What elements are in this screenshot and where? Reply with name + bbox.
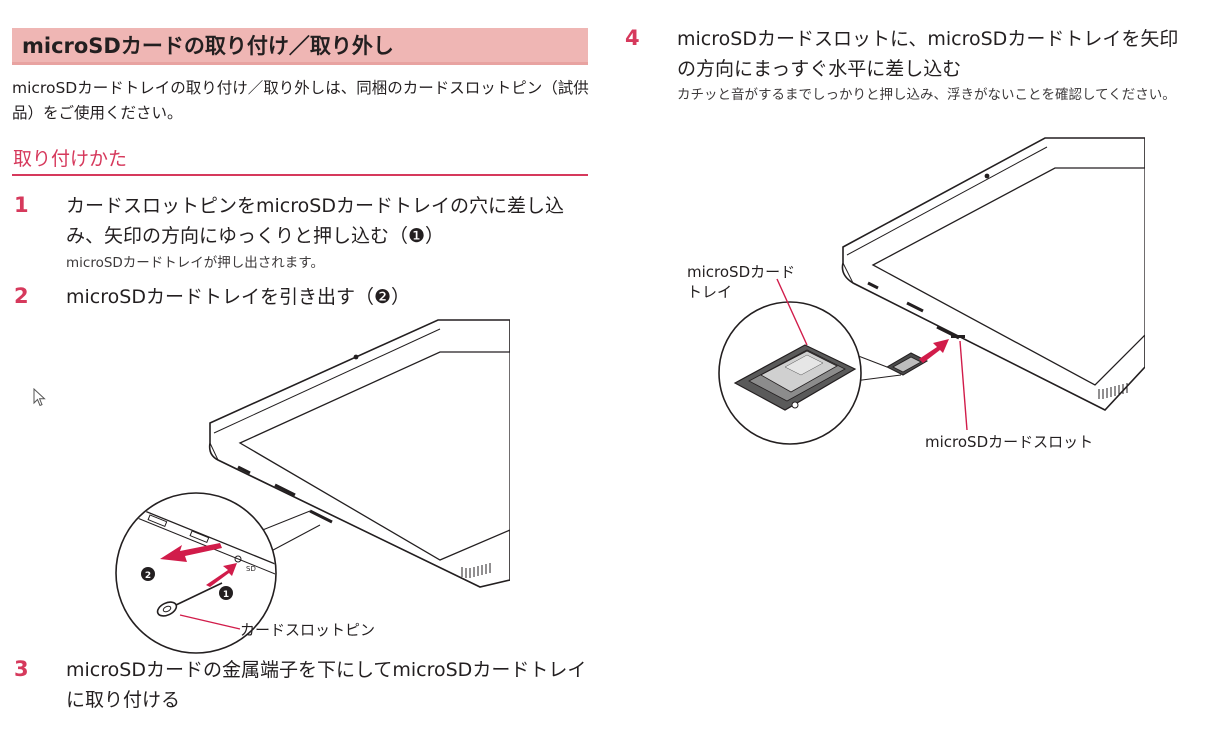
- step-note: microSDカードトレイが押し出されます。: [66, 255, 324, 271]
- pin-label: カードスロットピン: [240, 621, 376, 639]
- step-text: microSDカードの金属端子を下にしてmicroSDカードトレイに取り付ける: [66, 659, 587, 711]
- step-number: 2: [14, 284, 29, 308]
- step-note: カチッと音がするまでしっかりと押し込み、浮きがないことを確認してください。: [677, 87, 1176, 103]
- step-number: 4: [625, 26, 640, 50]
- marker-1: [219, 586, 233, 600]
- svg-text:2: 2: [145, 571, 151, 581]
- step-text: microSDカードトレイを引き出す（❷）: [66, 286, 410, 308]
- step-3: 3 microSDカードの金属端子を下にしてmicroSDカードトレイに取り付け…: [14, 655, 594, 719]
- step-number: 3: [14, 657, 29, 681]
- tray-label-line2: トレイ: [687, 283, 733, 301]
- subheading-installation: 取り付けかた: [12, 146, 588, 176]
- step-number: 1: [14, 193, 29, 217]
- marker-2: [141, 567, 155, 581]
- step-text: カードスロットピンをmicroSDカードトレイの穴に差し込み、矢印の方向にゆっく…: [66, 195, 564, 247]
- mouse-cursor-icon: [33, 388, 46, 407]
- section-title: microSDカードの取り付け／取り外し: [12, 28, 588, 65]
- intro-text: microSDカードトレイの取り付け／取り外しは、同梱のカードスロットピン（試供…: [12, 79, 589, 122]
- tray-label-line1: microSDカード: [687, 263, 796, 281]
- step-2: 2 microSDカードトレイを引き出す（❷）: [14, 282, 594, 314]
- tray-label: microSDカード トレイ: [687, 262, 817, 302]
- tablet-tray-illustration: [718, 137, 1145, 445]
- step-4: 4 microSDカードスロットに、microSDカードトレイを矢印の方向にまっ…: [625, 24, 1205, 134]
- svg-text:1: 1: [223, 590, 229, 600]
- slot-label: microSDカードスロット: [925, 433, 1094, 451]
- tablet-pin-illustration: SD 1 2: [115, 319, 510, 654]
- step-1: 1 カードスロットピンをmicroSDカードトレイの穴に差し込み、矢印の方向にゆ…: [14, 191, 594, 281]
- slot-mark: SD: [246, 565, 256, 573]
- step-text: microSDカードスロットに、microSDカードトレイを矢印の方向にまっすぐ…: [677, 28, 1179, 80]
